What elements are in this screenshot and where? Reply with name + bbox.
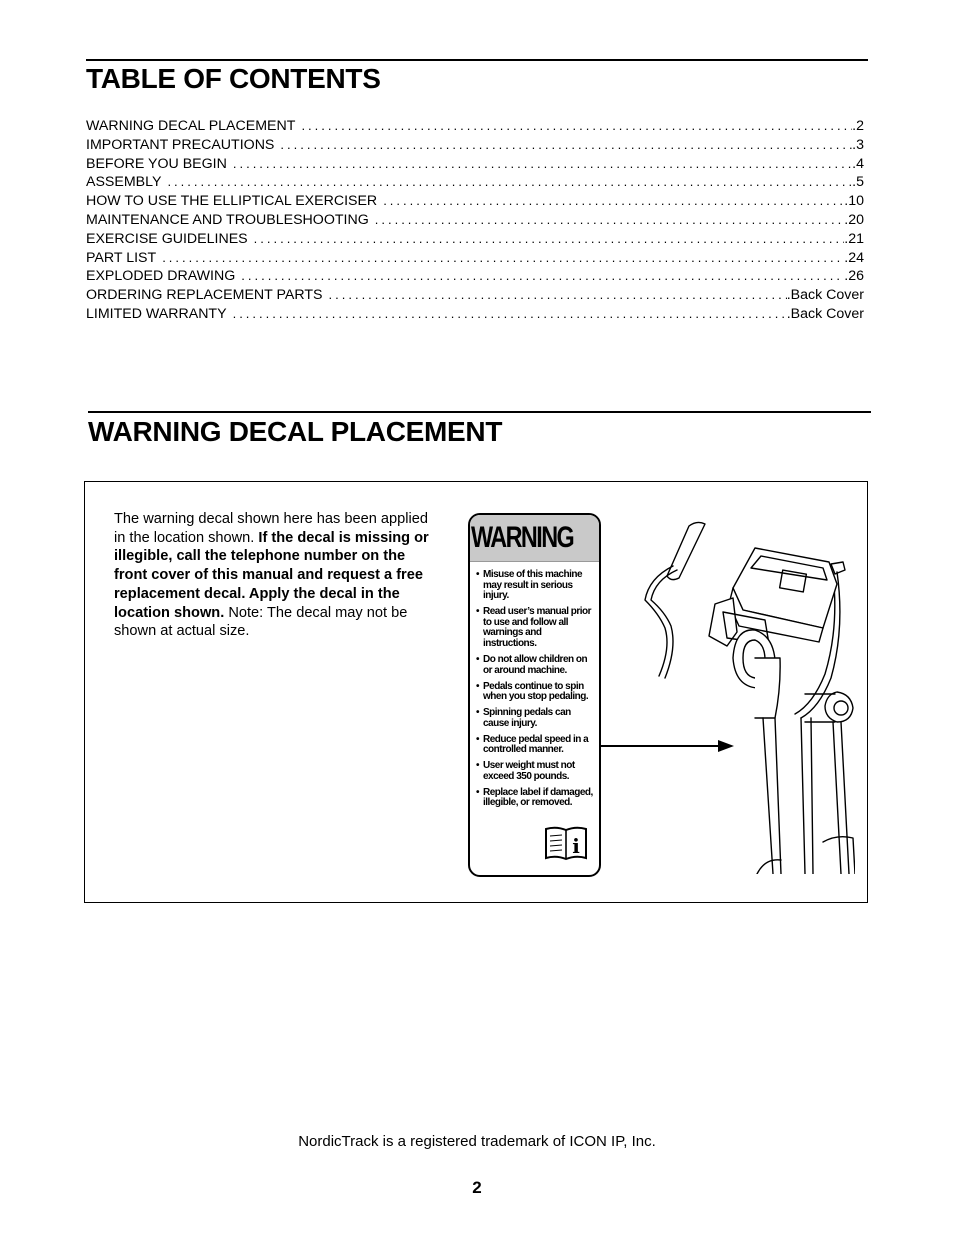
- toc-entry-page: .5: [852, 174, 864, 191]
- decal-top-rule: [88, 411, 871, 413]
- toc-entry-title: BEFORE YOU BEGIN: [86, 155, 227, 172]
- toc-entry-page: .24: [844, 249, 864, 266]
- toc-entry-title: IMPORTANT PRECAUTIONS: [86, 136, 275, 153]
- toc-entry-title: EXERCISE GUIDELINES: [86, 230, 248, 247]
- toc-entry[interactable]: EXPLODED DRAWING .......................…: [86, 267, 864, 286]
- toc-entry[interactable]: ASSEMBLY ...............................…: [86, 173, 864, 192]
- decal-description-note: Note: The decal may not be shown at actu…: [114, 604, 408, 640]
- toc-entry-title: EXPLODED DRAWING: [86, 268, 236, 285]
- toc-entry[interactable]: HOW TO USE THE ELLIPTICAL EXERCISER ....…: [86, 192, 864, 211]
- toc-leader-dots: ........................................…: [232, 155, 853, 171]
- toc-entry[interactable]: ORDERING REPLACEMENT PARTS .............…: [86, 286, 864, 305]
- toc-entry-title: MAINTENANCE AND TROUBLESHOOTING: [86, 211, 369, 228]
- warning-item: Reduce pedal speed in a controlled manne…: [476, 734, 595, 756]
- toc-leader-dots: ........................................…: [374, 211, 845, 227]
- warning-item: Misuse of this machine may result in ser…: [476, 569, 595, 602]
- toc-leader-dots: ........................................…: [280, 136, 853, 152]
- decal-heading: WARNING DECAL PLACEMENT: [88, 416, 503, 447]
- warning-item: Spinning pedals can cause injury.: [476, 707, 595, 729]
- toc-list: WARNING DECAL PLACEMENT ................…: [86, 117, 864, 324]
- trademark-note: NordicTrack is a registered trademark of…: [298, 1133, 656, 1150]
- warning-decal-title: WARNING: [471, 521, 575, 554]
- toc-entry-page: .2: [852, 118, 864, 134]
- toc-leader-dots: ........................................…: [241, 268, 845, 284]
- toc-entry[interactable]: EXERCISE GUIDELINES ....................…: [86, 230, 864, 249]
- decal-description-plain: The warning decal shown here has been ap…: [114, 511, 428, 546]
- toc-entry[interactable]: WARNING DECAL PLACEMENT ................…: [86, 117, 864, 136]
- page-number: 2: [472, 1178, 482, 1197]
- toc-top-rule: [86, 59, 868, 61]
- manual-book-letter: i: [572, 834, 580, 858]
- decal-location-arrow: [600, 740, 734, 752]
- manual-book-icon: i: [545, 826, 587, 861]
- toc-entry-title: LIMITED WARRANTY: [86, 305, 227, 322]
- toc-entry-page: .20: [844, 211, 864, 228]
- toc-entry[interactable]: BEFORE YOU BEGIN .......................…: [86, 155, 864, 174]
- toc-leader-dots: ........................................…: [232, 305, 787, 321]
- toc-entry-page: .4: [852, 155, 864, 172]
- decal-box: The warning decal shown here has been ap…: [84, 481, 868, 903]
- toc-entry-page: .10: [844, 193, 864, 210]
- warning-item: Replace label if damaged, illegible, or …: [476, 787, 595, 809]
- toc-entry-page: .Back Cover: [786, 287, 864, 304]
- warning-decal-items: Misuse of this machine may result in ser…: [470, 562, 599, 809]
- decal-description: The warning decal shown here has been ap…: [114, 510, 432, 641]
- toc-leader-dots: ........................................…: [383, 193, 844, 209]
- toc-entry[interactable]: MAINTENANCE AND TROUBLESHOOTING ........…: [86, 211, 864, 230]
- toc-heading: TABLE OF CONTENTS: [86, 63, 381, 94]
- warning-item: Pedals continue to spin when you stop pe…: [476, 681, 595, 703]
- decal-description-bold: If the decal is missing or illegible, ca…: [114, 529, 429, 621]
- toc-entry[interactable]: LIMITED WARRANTY .......................…: [86, 305, 864, 324]
- warning-decal-header: WARNING: [470, 515, 599, 562]
- toc-entry[interactable]: PART LIST ..............................…: [86, 249, 864, 268]
- toc-leader-dots: ........................................…: [253, 230, 845, 246]
- toc-entry-page: .3: [852, 136, 864, 153]
- toc-leader-dots: ........................................…: [301, 118, 852, 133]
- toc-entry-title: ORDERING REPLACEMENT PARTS: [86, 287, 323, 304]
- warning-item: User weight must not exceed 350 pounds.: [476, 760, 595, 782]
- toc-entry-title: ASSEMBLY: [86, 174, 162, 191]
- toc-leader-dots: ........................................…: [162, 249, 844, 265]
- toc-entry-title: PART LIST: [86, 249, 157, 266]
- warning-decal: WARNING Misuse of this machine may resul…: [468, 513, 601, 877]
- toc-entry[interactable]: IMPORTANT PRECAUTIONS ..................…: [86, 136, 864, 155]
- toc-entry-title: WARNING DECAL PLACEMENT: [86, 118, 296, 134]
- toc-leader-dots: ........................................…: [328, 287, 787, 303]
- toc-entry-page: .Back Cover: [786, 305, 864, 322]
- toc-entry-page: .21: [844, 230, 864, 247]
- toc-entry-page: .26: [844, 268, 864, 285]
- warning-item: Do not allow children on or around machi…: [476, 654, 595, 676]
- toc-entry-title: HOW TO USE THE ELLIPTICAL EXERCISER: [86, 193, 378, 210]
- elliptical-machine-drawing: [644, 521, 855, 874]
- warning-item: Read user’s manual prior to use and foll…: [476, 606, 595, 649]
- toc-leader-dots: ........................................…: [167, 174, 852, 190]
